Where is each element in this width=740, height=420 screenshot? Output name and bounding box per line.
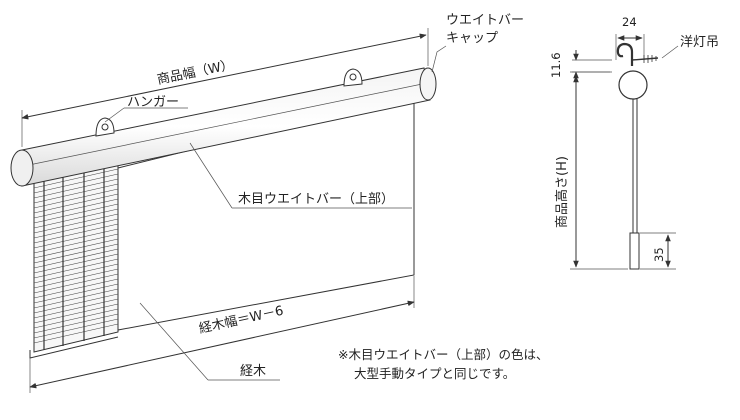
note: ※木目ウエイトバー（上部）の色は、 大型手動タイプと同じです。 xyxy=(338,347,548,381)
dim-35-label: 35 xyxy=(652,247,666,262)
hook-screw xyxy=(631,57,659,61)
hook-label: 洋灯吊 xyxy=(680,35,719,50)
cap-callout: ウエイトバー キャップ xyxy=(431,13,524,73)
hanger-callout: ハンガー xyxy=(104,95,188,123)
bottom-weight xyxy=(629,232,640,270)
height-label: 商品高さ(H) xyxy=(554,156,570,228)
cap-label-line1: ウエイトバー xyxy=(446,13,524,28)
weight-bar-cap-left xyxy=(10,149,34,187)
weight-bar-profile xyxy=(618,70,648,100)
width-label: 商品幅（W） xyxy=(156,58,235,88)
weight-bar-callout: 木目ウエイトバー（上部） xyxy=(189,142,412,209)
cap-label-line2: キャップ xyxy=(446,31,498,46)
dim-24-label: 24 xyxy=(622,15,637,29)
dim-11-6-label: 11.6 xyxy=(549,52,563,78)
warp-label: 経木 xyxy=(240,364,266,379)
hanger-label: ハンガー xyxy=(127,95,179,110)
side-view: 24 洋灯吊 11.6 商品高さ(H) 35 xyxy=(549,15,719,270)
lamp-hook xyxy=(616,42,634,66)
warp-callout: 経木 xyxy=(139,302,280,381)
hanger-right xyxy=(343,68,363,87)
blind-illustration xyxy=(10,67,437,359)
note-line2: 大型手動タイプと同じです。 xyxy=(354,366,515,381)
weight-bar-cap-right xyxy=(419,67,437,101)
weight-bar-label: 木目ウエイトバー（上部） xyxy=(238,192,394,207)
note-line1: ※木目ウエイトバー（上部）の色は、 xyxy=(338,347,548,362)
hanger-left xyxy=(95,117,115,137)
